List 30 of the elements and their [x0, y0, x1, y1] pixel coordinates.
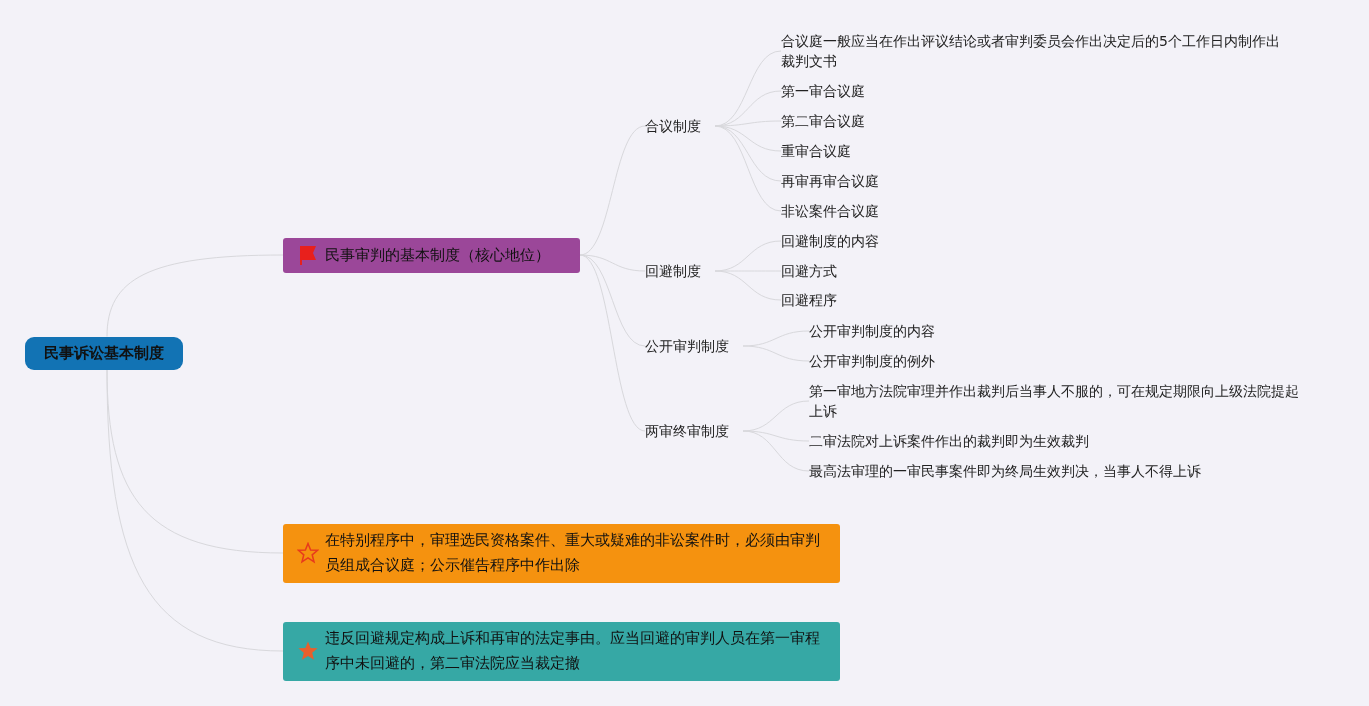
topic-label: 第一审地方法院审理并作出裁判后当事人不服的，可在规定期限向上级法院提起上诉: [809, 381, 1309, 421]
connector-line: [106, 369, 284, 652]
topic-label: 再审再审合议庭: [781, 171, 879, 191]
topic-text: 违反回避规定构成上诉和再审的法定事由。应当回避的审判人员在第一审程序中未回避的，第二审法院应当裁定撤: [325, 628, 821, 674]
topic-box: [283, 237, 580, 273]
topic-label: 回避方式: [781, 261, 837, 281]
topic-label: 回避制度: [645, 261, 701, 281]
topic-label: 公开审判制度的内容: [809, 321, 935, 341]
topic-label: 公开审判制度的例外: [809, 351, 935, 371]
topic-label: 最高法审理的一审民事案件即为终局生效判决，当事人不得上诉: [809, 461, 1201, 481]
topic-label: 合议庭一般应当在作出评议结论或者审判委员会作出决定后的5个工作日内制作出裁判文书: [781, 31, 1286, 71]
topic-label: 两审终审制度: [645, 421, 729, 441]
topic-label: 回避制度的内容: [781, 231, 879, 251]
connector-line: [714, 270, 782, 301]
topic-text: 民事审判的基本制度（核心地位）: [325, 244, 550, 266]
topic-label: 二审法院对上诉案件作出的裁判即为生效裁判: [809, 431, 1089, 451]
topic-label: 非讼案件合议庭: [781, 201, 879, 221]
topic-label: 合议制度: [645, 116, 701, 136]
topic-text: 在特别程序中，审理选民资格案件、重大或疑难的非讼案件时，必须由审判员组成合议庭；公示催告程序中作出除: [325, 530, 821, 576]
root-topic-box: 民事诉讼基本制度: [25, 336, 183, 370]
connector-line: [106, 254, 284, 337]
topic-label: 公开审判制度: [645, 336, 729, 356]
topic-box: [283, 523, 840, 583]
topic-box: [283, 621, 840, 681]
connector-line: [742, 430, 810, 472]
connector-line: [742, 345, 810, 362]
topic-label: 第二审合议庭: [781, 111, 865, 131]
topic-label: 第一审合议庭: [781, 81, 865, 101]
topic-label: 重审合议庭: [781, 141, 851, 161]
topic-label: 回避程序: [781, 290, 837, 310]
